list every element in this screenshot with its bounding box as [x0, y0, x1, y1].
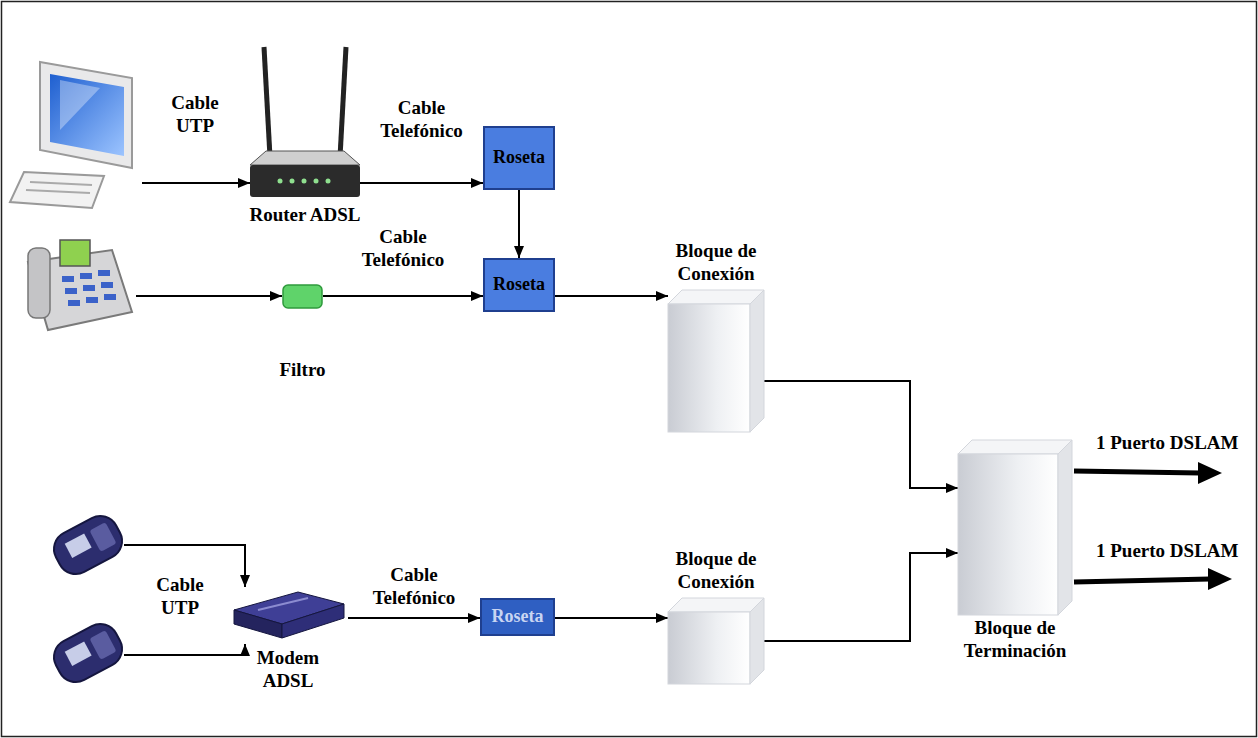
utp-cable-line	[124, 644, 245, 655]
router-node: Router ADSL	[250, 35, 360, 200]
node-text: Modem ADSL	[243, 647, 333, 693]
block-shape	[668, 290, 764, 432]
connector	[764, 381, 958, 488]
pos-terminal-icon	[48, 510, 129, 581]
connector	[348, 617, 480, 619]
connector	[360, 182, 483, 184]
port-label: 1 Puerto DSLAM	[1096, 540, 1238, 563]
connection-block: Bloque de Conexión	[668, 290, 764, 432]
block-shape	[668, 598, 764, 684]
router-shape	[250, 35, 360, 200]
cable-label: Cable Telefónico	[372, 97, 472, 143]
node-text: Roseta	[493, 147, 545, 169]
pos-terminal-icon	[48, 618, 129, 689]
node-text: Roseta	[492, 606, 544, 628]
phone-cable-line	[136, 295, 282, 297]
pc-icon	[10, 62, 132, 208]
roseta-box: Roseta	[483, 126, 555, 190]
modem-node: Modem ADSL	[228, 588, 348, 643]
block-shape	[958, 440, 1072, 615]
utp-cable-line	[142, 182, 250, 184]
node-text: Bloque de Conexión	[661, 548, 771, 594]
cable-label: Cable Telefónico	[353, 226, 453, 272]
dslam-arrow	[1074, 568, 1232, 590]
modem-shape	[228, 588, 348, 643]
cable-label: Cable Telefónico	[364, 564, 464, 610]
connector	[555, 617, 668, 619]
node-text: Roseta	[493, 274, 545, 296]
cable-label: Cable UTP	[150, 574, 210, 620]
roseta-box: Roseta	[483, 258, 555, 312]
connection-block: Bloque de Conexión	[668, 598, 764, 684]
cable-label: Cable UTP	[165, 92, 225, 138]
filtro-shape	[282, 284, 323, 309]
filter-box: Filtro	[282, 284, 323, 309]
connector	[323, 295, 483, 297]
node-text: Bloque de Terminación	[950, 617, 1080, 663]
termination-block: Bloque de Terminación	[958, 440, 1072, 615]
node-text: Router ADSL	[235, 204, 375, 227]
roseta-box: Roseta	[480, 598, 555, 636]
node-text: Filtro	[263, 359, 343, 382]
dslam-arrow	[1074, 462, 1222, 484]
connector	[518, 190, 520, 258]
node-text: Bloque de Conexión	[661, 240, 771, 286]
connector	[555, 295, 668, 297]
port-label: 1 Puerto DSLAM	[1096, 432, 1238, 455]
phone-icon	[28, 240, 132, 330]
connector	[764, 553, 958, 641]
